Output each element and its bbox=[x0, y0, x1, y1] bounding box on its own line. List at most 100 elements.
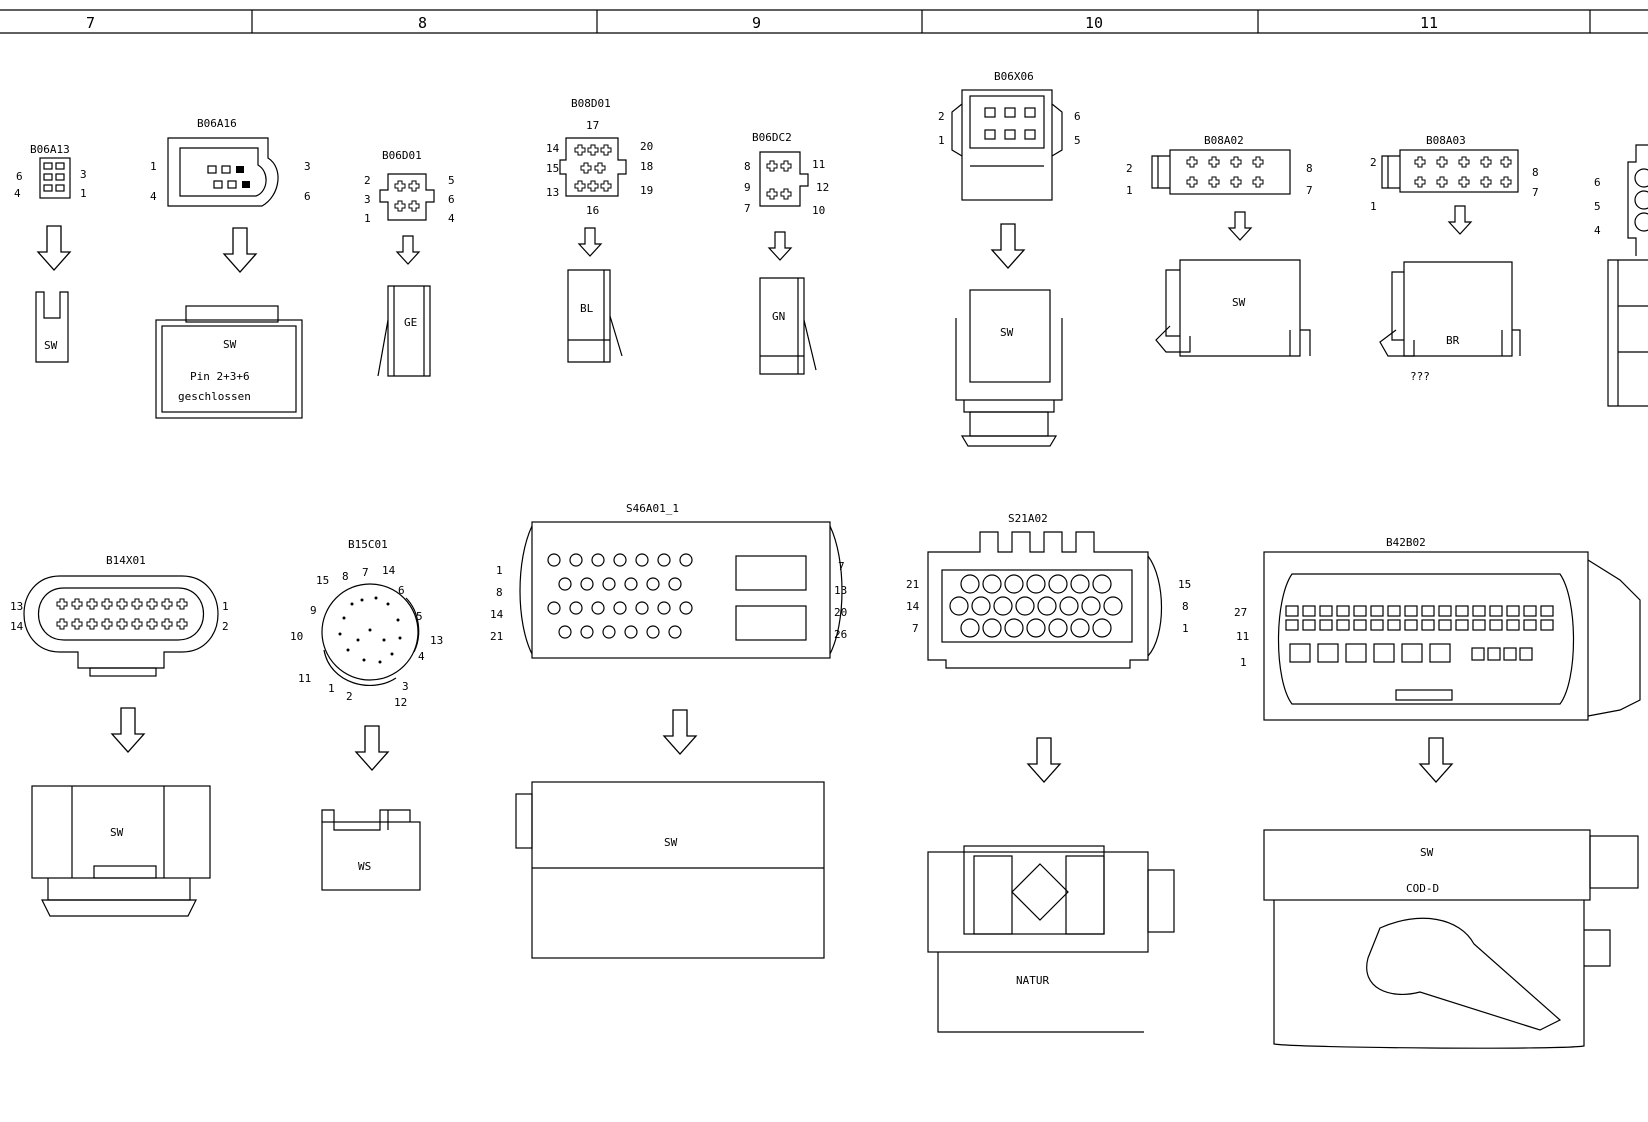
color-code: SW bbox=[223, 338, 237, 351]
svg-text:2: 2 bbox=[938, 110, 945, 123]
connector-b14x01: B14X01 13 14 1 2 SW bbox=[10, 554, 229, 917]
svg-text:1: 1 bbox=[1370, 200, 1377, 213]
column-label: 8 bbox=[418, 14, 427, 32]
svg-text:1: 1 bbox=[364, 212, 371, 225]
connector-id: B08A03 bbox=[1426, 134, 1466, 147]
svg-text:1: 1 bbox=[150, 160, 157, 173]
column-label: 7 bbox=[86, 14, 95, 32]
connector-id: S21A02 bbox=[1008, 512, 1048, 525]
svg-text:21: 21 bbox=[906, 578, 919, 591]
svg-text:12: 12 bbox=[394, 696, 407, 709]
color-code: NATUR bbox=[1016, 974, 1049, 987]
connector-s21a02: S21A02 21 14 7 15 8 1 NATUR bbox=[906, 512, 1191, 1033]
svg-text:6: 6 bbox=[448, 193, 455, 206]
connector-s46a01: S46A01_1 1 8 14 21 7 13 20 26 SW bbox=[490, 502, 847, 959]
connector-id: S46A01_1 bbox=[626, 502, 679, 515]
connector-b06x06: B06X06 2 1 6 5 SW bbox=[938, 70, 1081, 447]
connector-id: B06A16 bbox=[197, 117, 237, 130]
svg-text:8: 8 bbox=[1306, 162, 1313, 175]
svg-text:6: 6 bbox=[1594, 176, 1601, 189]
svg-text:1: 1 bbox=[938, 134, 945, 147]
svg-text:2: 2 bbox=[1370, 156, 1377, 169]
color-code: GE bbox=[404, 316, 417, 329]
arrow-down-icon bbox=[355, 725, 389, 771]
svg-text:7: 7 bbox=[912, 622, 919, 635]
svg-text:6: 6 bbox=[1074, 110, 1081, 123]
arrow-down-icon bbox=[1027, 737, 1061, 783]
connector-b06a13: B06A13 6 4 3 1 SW bbox=[14, 143, 87, 363]
connector-note: Pin 2+3+6 bbox=[190, 370, 250, 383]
svg-text:3: 3 bbox=[304, 160, 311, 173]
svg-text:21: 21 bbox=[490, 630, 503, 643]
connector-b08d01: B08D01 17 14 15 13 20 18 19 16 BL bbox=[546, 97, 653, 363]
svg-text:4: 4 bbox=[150, 190, 157, 203]
svg-text:1: 1 bbox=[496, 564, 503, 577]
color-code: SW bbox=[110, 826, 124, 839]
svg-text:8: 8 bbox=[1182, 600, 1189, 613]
svg-text:2: 2 bbox=[1126, 162, 1133, 175]
svg-text:10: 10 bbox=[812, 204, 825, 217]
connector-b42b02: B42B02 27 11 1 SW COD-D bbox=[1234, 536, 1641, 1049]
svg-text:1: 1 bbox=[328, 682, 335, 695]
connector-id: B06DC2 bbox=[752, 131, 792, 144]
svg-text:7: 7 bbox=[362, 566, 369, 579]
arrow-down-icon bbox=[111, 707, 145, 753]
svg-text:2: 2 bbox=[346, 690, 353, 703]
connector-note: geschlossen bbox=[178, 390, 251, 403]
arrow-down-icon bbox=[396, 235, 420, 265]
svg-text:2: 2 bbox=[364, 174, 371, 187]
svg-text:13: 13 bbox=[546, 186, 559, 199]
svg-text:15: 15 bbox=[316, 574, 329, 587]
arrow-down-icon bbox=[578, 227, 602, 257]
arrow-down-icon bbox=[1228, 211, 1252, 241]
column-header: 7 8 9 10 11 bbox=[0, 9, 1648, 34]
svg-text:11: 11 bbox=[1236, 630, 1249, 643]
color-code: SW bbox=[664, 836, 678, 849]
svg-text:8: 8 bbox=[744, 160, 751, 173]
svg-text:13: 13 bbox=[430, 634, 443, 647]
svg-text:8: 8 bbox=[342, 570, 349, 583]
svg-text:4: 4 bbox=[1594, 224, 1601, 237]
connector-note: ??? bbox=[1410, 370, 1430, 383]
connector-id: B14X01 bbox=[106, 554, 146, 567]
svg-text:13: 13 bbox=[834, 584, 847, 597]
connector-b06dc2: B06DC2 8 9 7 11 12 10 GN bbox=[744, 131, 829, 375]
connector-id: B08D01 bbox=[571, 97, 611, 110]
svg-text:3: 3 bbox=[364, 193, 371, 206]
svg-text:14: 14 bbox=[10, 620, 24, 633]
svg-text:8: 8 bbox=[1532, 166, 1539, 179]
column-label: 10 bbox=[1085, 14, 1103, 32]
svg-text:14: 14 bbox=[490, 608, 504, 621]
svg-text:9: 9 bbox=[744, 181, 751, 194]
svg-text:4: 4 bbox=[448, 212, 455, 225]
svg-text:27: 27 bbox=[1234, 606, 1247, 619]
svg-text:7: 7 bbox=[1306, 184, 1313, 197]
svg-text:19: 19 bbox=[640, 184, 653, 197]
svg-text:5: 5 bbox=[416, 610, 423, 623]
svg-text:1: 1 bbox=[1182, 622, 1189, 635]
svg-text:14: 14 bbox=[382, 564, 396, 577]
pin-grid bbox=[1285, 605, 1554, 663]
connector-b08a03: B08A03 2 1 8 7 BR ??? bbox=[1370, 134, 1539, 383]
color-code: SW bbox=[44, 339, 58, 352]
column-label: 9 bbox=[752, 14, 761, 32]
svg-text:4: 4 bbox=[418, 650, 425, 663]
svg-text:14: 14 bbox=[546, 142, 560, 155]
svg-text:6: 6 bbox=[304, 190, 311, 203]
svg-text:1: 1 bbox=[222, 600, 229, 613]
arrow-down-icon bbox=[37, 225, 71, 271]
connector-id: B42B02 bbox=[1386, 536, 1426, 549]
color-code: BL bbox=[580, 302, 594, 315]
svg-text:12: 12 bbox=[816, 181, 829, 194]
svg-text:20: 20 bbox=[640, 140, 653, 153]
svg-text:6: 6 bbox=[16, 170, 23, 183]
svg-text:11: 11 bbox=[298, 672, 311, 685]
arrow-down-icon bbox=[1448, 205, 1472, 235]
svg-text:6: 6 bbox=[398, 584, 405, 597]
svg-text:16: 16 bbox=[586, 204, 599, 217]
connector-b08a02: B08A02 2 1 8 7 SW bbox=[1126, 134, 1313, 357]
color-code: GN bbox=[772, 310, 785, 323]
svg-text:5: 5 bbox=[1074, 134, 1081, 147]
svg-text:26: 26 bbox=[834, 628, 847, 641]
svg-text:11: 11 bbox=[812, 158, 825, 171]
